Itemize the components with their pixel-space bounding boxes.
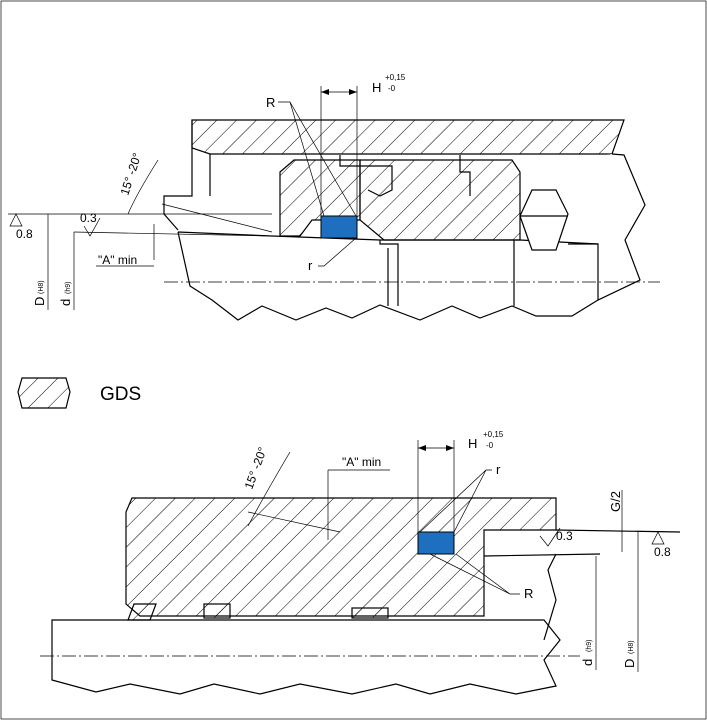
bottom-assembly: H +0,15 -0 r R 15° -20° "A" min G/2 0.3 …: [40, 430, 681, 695]
bottom-rod: [51, 619, 561, 695]
hatched-seal-icon: [17, 377, 71, 409]
bottom-ring-left: [127, 603, 157, 621]
bottom-seal-blue: [417, 531, 455, 555]
bottom-label-r: r: [496, 462, 501, 477]
top-seal-carrier: [359, 159, 521, 241]
top-dim-H-upper: +0,15: [385, 73, 406, 82]
top-label-r: r: [308, 258, 313, 273]
top-label-R: R: [266, 95, 275, 110]
top-dim-H-lower: -0: [388, 84, 396, 93]
bottom-dim-D: D: [622, 659, 637, 668]
bottom-roughness-outer: 0.8: [654, 545, 671, 559]
top-roughness-inner: 0.3: [80, 211, 97, 225]
bottom-label-R: R: [524, 586, 533, 601]
bottom-angle-arc: [247, 451, 291, 527]
top-roughness-outer: 0.8: [16, 227, 33, 241]
top-dim-D-fit: (H8): [38, 280, 45, 294]
bottom-piston: [125, 497, 557, 617]
bottom-dim-d: d: [580, 659, 595, 666]
bottom-dim-H-upper: +0,15: [483, 430, 504, 439]
top-roughness-inner-icon: [83, 217, 101, 237]
top-housing: [191, 119, 625, 155]
legend: GDS: [17, 377, 141, 409]
top-seal-blue: [320, 215, 358, 239]
bottom-G2: G/2: [608, 491, 623, 512]
bottom-roughness-inner: 0.3: [556, 529, 573, 543]
top-roughness-outer-icon: [9, 213, 23, 227]
bottom-roughness-inner-icon: [539, 527, 561, 547]
bottom-dim-H: H: [468, 436, 477, 451]
top-dim-d-fit: (h9): [65, 282, 72, 294]
bottom-ring-right: [351, 607, 389, 619]
top-dim-d: d: [58, 299, 73, 306]
bottom-ring-mid: [203, 603, 231, 619]
bottom-A-min: "A" min: [342, 455, 381, 469]
top-A-min: "A" min: [98, 253, 137, 267]
bottom-dim-d-fit: (h9): [586, 640, 593, 652]
top-dim-D: D: [32, 297, 47, 306]
legend-label: GDS: [100, 384, 141, 405]
top-assembly: H +0,15 -0 R r 15° -20° 0.8 0.3 "A" min …: [8, 73, 660, 321]
bottom-dim-H-lower: -0: [486, 441, 494, 450]
bottom-roughness-outer-icon: [651, 531, 665, 545]
bottom-angle-label: 15° -20°: [242, 445, 270, 491]
top-angle-arc: [127, 159, 159, 215]
bottom-dim-D-fit: (H8): [628, 640, 635, 654]
top-dim-H: H: [372, 80, 381, 95]
